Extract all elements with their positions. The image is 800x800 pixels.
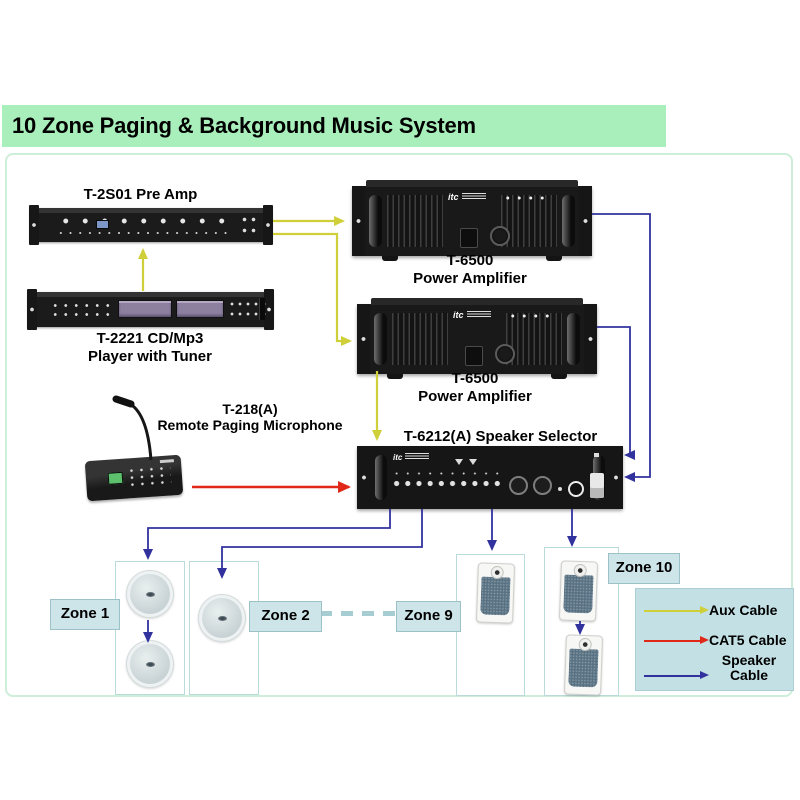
amp-lid: [371, 298, 583, 305]
amp-handle: [567, 313, 580, 365]
rack-flange: [584, 304, 597, 374]
rack-ear: [27, 289, 37, 330]
aux-cable-label: Aux Cable: [709, 602, 778, 618]
ceiling-speaker: [126, 640, 174, 688]
brand-logo: [159, 459, 174, 464]
selector-small-knob: [568, 481, 584, 497]
cat5-cable-label: CAT5 Cable: [709, 632, 787, 648]
amp-volume-knob: [490, 226, 510, 246]
selector-zone-leds: [391, 471, 503, 476]
power-amp-1-label: T-6500 Power Amplifier: [413, 252, 527, 287]
cd-player-device: [27, 289, 274, 330]
amp-handle: [562, 195, 575, 247]
aux-cable-arrow-icon: [644, 605, 709, 614]
preamp-device: [29, 205, 273, 245]
selector-master-knob: [533, 476, 552, 495]
rack-ear: [264, 289, 274, 330]
amp-vent: [387, 195, 443, 247]
selector-power-led: [594, 453, 599, 457]
selector-top-icons: [455, 452, 485, 465]
title-bar: 10 Zone Paging & Background Music System: [2, 105, 666, 147]
mic-display: [107, 471, 124, 485]
cd-player-label: T-2221 CD/Mp3 Player with Tuner: [88, 330, 212, 365]
brand-logo: itc: [448, 193, 486, 202]
rack-flange: [609, 446, 623, 509]
wall-speaker: [563, 634, 604, 696]
speaker-selector-device: itc: [357, 446, 623, 509]
amp-foot: [382, 256, 398, 261]
zone9-label: Zone 9: [396, 601, 461, 632]
amp-foot: [551, 374, 567, 379]
preamp-display: [96, 220, 109, 229]
cd-buttons-right: [228, 299, 268, 321]
selector-led: [558, 487, 562, 491]
zone10-label: Zone 10: [608, 553, 680, 584]
wall-speaker: [558, 560, 599, 622]
amp-handle: [369, 195, 382, 247]
tuner-display: [176, 300, 224, 318]
ceiling-speaker: [198, 594, 246, 642]
rack-flange: [352, 186, 365, 256]
cat5-cable-arrow-icon: [644, 635, 709, 644]
mic-keypad: [126, 464, 172, 489]
speaker-selector-label: T-6212(A) Speaker Selector: [403, 428, 598, 445]
cable-legend: Aux Cable CAT5 Cable Speaker Cable: [635, 588, 794, 691]
cd-buttons-left: [50, 301, 112, 319]
selector-handle: [375, 455, 387, 500]
brand-logo: itc: [393, 453, 429, 462]
rack-flange: [357, 304, 370, 374]
power-amp-2-label: T-6500 Power Amplifier: [418, 370, 532, 405]
amp-power-switch: [460, 228, 478, 248]
speaker-cable-label: Speaker Cable: [721, 652, 777, 683]
amp-foot: [387, 374, 403, 379]
cd-slot: [259, 298, 265, 320]
legend-speaker-row: Speaker Cable: [644, 653, 789, 683]
selector-master-knob: [509, 476, 528, 495]
amp-indicators: [502, 195, 548, 201]
amp-vent: [506, 313, 562, 365]
rack-ear: [29, 205, 39, 245]
amp-vent: [392, 313, 448, 365]
legend-cat5-row: CAT5 Cable: [644, 633, 789, 648]
amp-volume-knob: [495, 344, 515, 364]
speaker-cable-arrow-icon: [644, 671, 709, 680]
cd-display: [118, 300, 172, 318]
zone2-zone9-ellipsis: [320, 611, 397, 616]
preamp-knob-row: [56, 213, 232, 238]
zone2-label: Zone 2: [249, 601, 322, 632]
brand-logo: itc: [453, 311, 491, 320]
rack-ear: [263, 205, 273, 245]
rack-flange: [357, 446, 371, 509]
selector-power-switch: [590, 473, 604, 498]
legend-aux-row: Aux Cable: [644, 603, 789, 618]
amp-lid: [366, 180, 578, 187]
selector-zone-knobs: [391, 477, 503, 490]
page-title: 10 Zone Paging & Background Music System: [12, 113, 476, 138]
power-amp-1-device: itc: [352, 180, 592, 261]
zone1-label: Zone 1: [50, 599, 120, 630]
paging-mic-label: T-218(A) Remote Paging Microphone: [157, 401, 343, 433]
amp-vent: [501, 195, 557, 247]
preamp-label: T-2S01 Pre Amp: [83, 186, 198, 203]
preamp-master-section: [240, 214, 258, 236]
amp-indicators: [507, 313, 553, 319]
wall-speaker: [475, 562, 516, 624]
amp-handle: [374, 313, 387, 365]
power-amp-2-device: itc: [357, 298, 597, 379]
amp-foot: [546, 256, 562, 261]
paging-mic-device: [84, 454, 184, 502]
ceiling-speaker: [126, 570, 174, 618]
rack-flange: [579, 186, 592, 256]
amp-power-switch: [465, 346, 483, 366]
